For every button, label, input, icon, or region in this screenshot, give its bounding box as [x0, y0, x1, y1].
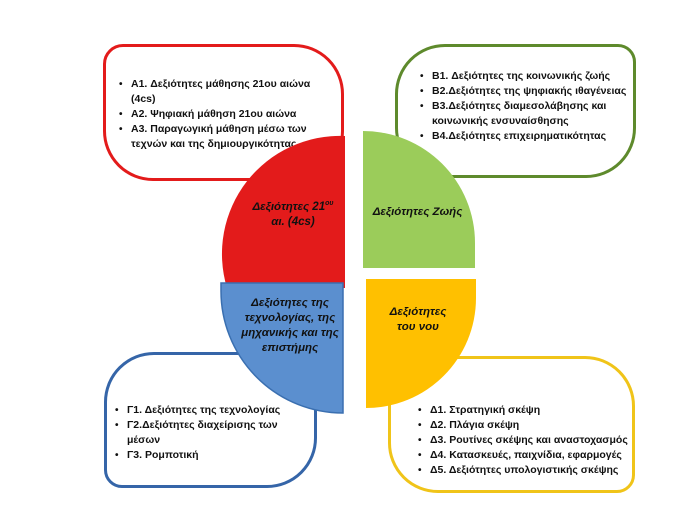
petal-d-label: Δεξιότητες του νου — [368, 305, 468, 335]
list-b: B1. Δεξιότητες της κοινωνικής ζωής B2.Δε… — [418, 69, 634, 144]
list-item: Δ2. Πλάγια σκέψη — [416, 418, 632, 433]
box-b-life-skills: B1. Δεξιότητες της κοινωνικής ζωής B2.Δε… — [395, 44, 636, 178]
box-c-technology-skills: Γ1. Δεξιότητες της τεχνολογίας Γ2.Δεξιότ… — [104, 352, 317, 488]
petal-a-label-sup: ου — [325, 200, 334, 208]
list-item: B2.Δεξιότητες της ψηφιακής ιθαγένειας — [418, 84, 634, 99]
list-item: Γ3. Ρομποτική — [113, 448, 313, 463]
list-item: A3. Παραγωγική μάθηση μέσω των τεχνών κα… — [117, 122, 323, 152]
list-item: Γ1. Δεξιότητες της τεχνολογίας — [113, 403, 313, 418]
list-item: Γ2.Δεξιότητες διαχείρισης των μέσων — [113, 418, 313, 448]
list-item: Δ5. Δεξιότητες υπολογιστικής σκέψης — [416, 463, 632, 478]
list-item: Δ3. Ρουτίνες σκέψης και αναστοχασμός — [416, 433, 632, 448]
petal-a-label-rest: αι. (4cs) — [271, 216, 315, 228]
petal-b-label: Δεξιότητες Ζωής — [372, 206, 463, 218]
petal-d-label-line2: του νου — [397, 321, 439, 333]
list-a: A1. Δεξιότητες μάθησης 21ου αιώνα (4cs) … — [117, 77, 323, 152]
petal-a-label: Δεξιότητες 21ου αι. (4cs) — [238, 200, 348, 230]
list-item: B4.Δεξιότητες επιχειρηματικότητας — [418, 129, 634, 144]
list-c: Γ1. Δεξιότητες της τεχνολογίας Γ2.Δεξιότ… — [113, 403, 313, 463]
petal-d-yellow — [366, 279, 476, 408]
list-item: Δ4. Κατασκευές, παιχνίδια, εφαρμογές — [416, 448, 632, 463]
list-item: B3.Δεξιότητες διαμεσολάβησης και κοινωνι… — [418, 99, 634, 129]
box-a-skills-21st-century: A1. Δεξιότητες μάθησης 21ου αιώνα (4cs) … — [103, 44, 344, 181]
list-item: Δ1. Στρατηγική σκέψη — [416, 403, 632, 418]
petal-c-blue — [220, 282, 344, 414]
petal-b-green — [363, 131, 475, 268]
petal-c-label: Δεξιότητες της τεχνολογίας, της μηχανική… — [241, 297, 339, 354]
list-item: A2. Ψηφιακή μάθηση 21ου αιώνα — [117, 107, 323, 122]
petal-d-label-line1: Δεξιότητες — [389, 306, 447, 318]
list-item: A1. Δεξιότητες μάθησης 21ου αιώνα (4cs) — [117, 77, 323, 107]
petal-a-red — [221, 135, 345, 288]
list-item: B1. Δεξιότητες της κοινωνικής ζωής — [418, 69, 634, 84]
petal-a-label-main: Δεξιότητες 21 — [252, 201, 326, 213]
list-d: Δ1. Στρατηγική σκέψη Δ2. Πλάγια σκέψη Δ3… — [416, 403, 632, 478]
